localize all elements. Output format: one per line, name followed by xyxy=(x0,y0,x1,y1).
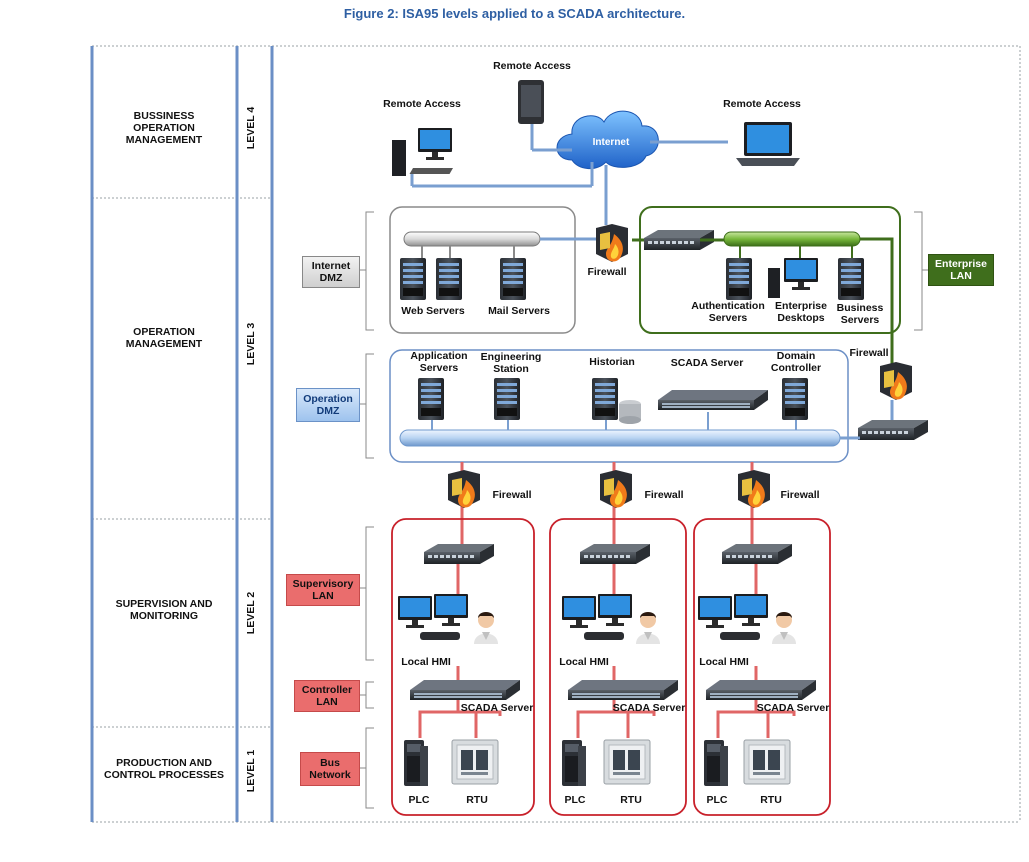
engineering-station-label: Engineering Station xyxy=(480,351,542,375)
cell-3-scada-label: SCADA Server xyxy=(756,702,830,714)
mail-servers-label: Mail Servers xyxy=(488,305,550,317)
cell-3-plc-label: PLC xyxy=(706,794,728,806)
cell-3-hmi-label: Local HMI xyxy=(699,656,749,668)
database-icon xyxy=(619,400,641,424)
level-4-label: LEVEL 4 xyxy=(245,106,258,150)
supervisory-lan-tag: Supervisory LAN xyxy=(286,574,360,606)
remote-access-laptop-label: Remote Access xyxy=(723,98,801,110)
level-1-label: LEVEL 1 xyxy=(245,749,258,793)
internet-cloud xyxy=(556,110,659,169)
historian-label: Historian xyxy=(589,356,635,368)
enterprise-lan-tag: Enterprise LAN xyxy=(928,254,994,286)
remote-access-pc-label: Remote Access xyxy=(383,98,461,110)
web-servers-label: Web Servers xyxy=(401,305,465,317)
enterprise-desktops-label: Enterprise Desktops xyxy=(775,300,827,324)
cell-3-rtu-label: RTU xyxy=(760,794,782,806)
cell-1-firewall-label: Firewall xyxy=(492,489,532,501)
cell-2-plc-label: PLC xyxy=(564,794,586,806)
level-3-label: LEVEL 3 xyxy=(245,322,258,366)
controller-lan-tag: Controller LAN xyxy=(294,680,360,712)
remote-access-phone-label: Remote Access xyxy=(493,60,571,72)
level-2-name: SUPERVISION AND MONITORING xyxy=(115,598,213,622)
authentication-servers-label: Authentication Servers xyxy=(691,300,765,324)
bus-network-tag: Bus Network xyxy=(300,752,360,786)
internet-label: Internet xyxy=(592,137,630,148)
cell-1-plc-label: PLC xyxy=(408,794,430,806)
cell-2-scada-label: SCADA Server xyxy=(612,702,686,714)
business-servers-label: Business Servers xyxy=(836,302,884,326)
phone-icon xyxy=(518,80,544,124)
firewall-right-label: Firewall xyxy=(849,347,889,359)
laptop-icon xyxy=(736,122,800,166)
cell-1-scada-label: SCADA Server xyxy=(460,702,534,714)
scada-server-l3-label: SCADA Server xyxy=(670,357,744,369)
level-3-name: OPERATION MANAGEMENT xyxy=(125,326,203,350)
cell-2-firewall-label: Firewall xyxy=(644,489,684,501)
cell-1-hmi-label: Local HMI xyxy=(401,656,451,668)
domain-controller-label: Domain Controller xyxy=(770,350,822,374)
cell-2-rtu-label: RTU xyxy=(620,794,642,806)
cell-3-firewall-label: Firewall xyxy=(780,489,820,501)
firewall-main-label: Firewall xyxy=(587,266,627,278)
desktop-pc-icon xyxy=(392,128,454,176)
cell-1-rtu-label: RTU xyxy=(466,794,488,806)
level-2-label: LEVEL 2 xyxy=(245,591,258,635)
level-1-name: PRODUCTION AND CONTROL PROCESSES xyxy=(104,757,224,781)
cell-2-hmi-label: Local HMI xyxy=(559,656,609,668)
process-cells xyxy=(391,462,831,816)
operation-dmz-tag: Operation DMZ xyxy=(296,388,360,422)
level-4-name: BUSSINESS OPERATION MANAGEMENT xyxy=(125,110,203,146)
internet-dmz-tag: Internet DMZ xyxy=(302,256,360,288)
application-servers-label: Application Servers xyxy=(410,350,468,374)
figure-title: Figure 2: ISA95 levels applied to a SCAD… xyxy=(343,6,686,21)
